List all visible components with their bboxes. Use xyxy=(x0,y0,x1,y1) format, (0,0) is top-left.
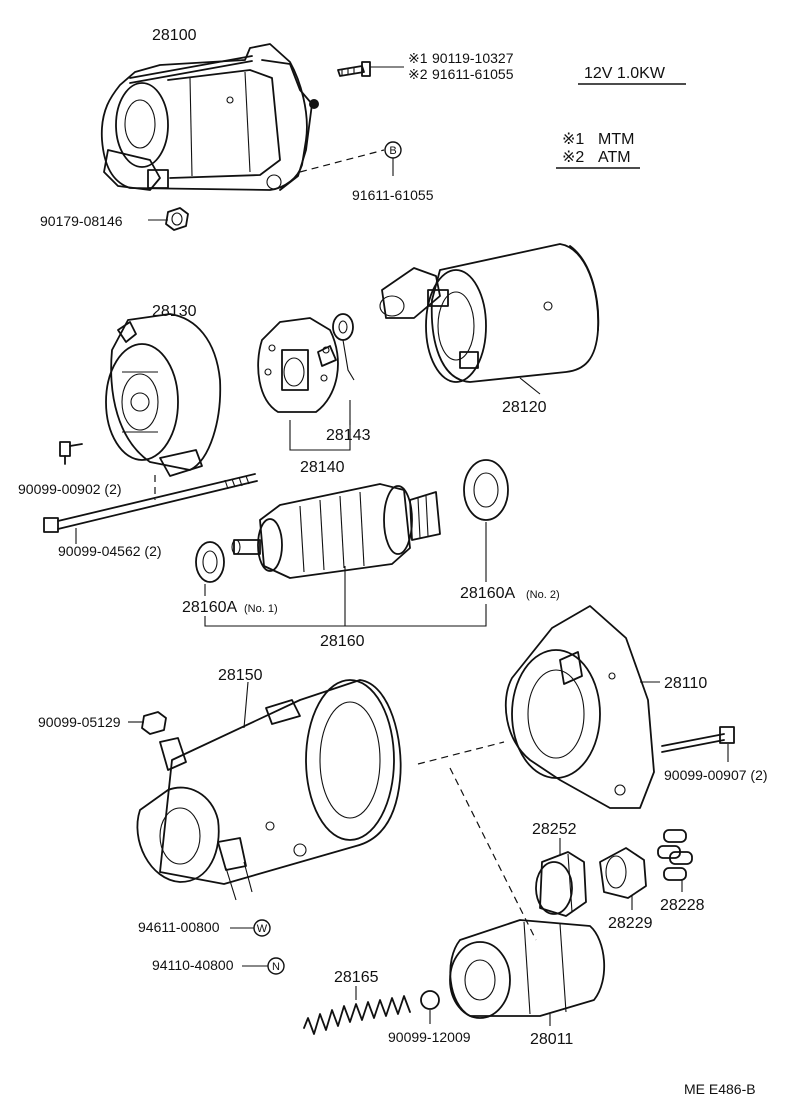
drive-housing-illustration xyxy=(504,605,655,809)
label-28229: 28229 xyxy=(608,915,653,932)
commutator-end-frame-illustration xyxy=(105,313,222,477)
label-28160: 28160 xyxy=(320,633,365,650)
callout-w-marker: W xyxy=(257,923,268,935)
retainer-illustration xyxy=(599,847,647,899)
brush-holder-illustration xyxy=(257,317,339,413)
magnetic-switch-illustration xyxy=(379,243,600,383)
label-28143: 28143 xyxy=(326,427,371,444)
label-90099-04562: 90099-04562 (2) xyxy=(58,543,162,559)
label-28130: 28130 xyxy=(152,303,197,320)
bearing-no2-illustration xyxy=(463,459,509,521)
yoke-illustration xyxy=(136,679,402,901)
label-28011: 28011 xyxy=(530,1031,573,1048)
callout-b-marker: B xyxy=(389,145,396,157)
through-bolt-illustration xyxy=(43,473,258,533)
starter-assembly-illustration xyxy=(100,43,319,191)
label-28150: 28150 xyxy=(218,667,263,684)
legend-2-text: ATM xyxy=(598,149,631,166)
legend-1-mark: ※1 xyxy=(562,131,584,148)
drawing-code: ME E486-B xyxy=(684,1081,756,1097)
label-28120: 28120 xyxy=(502,399,547,416)
label-28140: 28140 xyxy=(300,459,345,476)
rollers-illustration xyxy=(657,829,693,881)
nut-05129-illustration xyxy=(141,711,167,735)
armature-illustration xyxy=(231,483,441,579)
label-28160a-no1-note: (No. 1) xyxy=(244,603,278,615)
label-28110: 28110 xyxy=(664,675,707,692)
screw-illustration xyxy=(59,441,83,465)
legend-2-mark: ※2 xyxy=(562,149,584,166)
label-28160a-no1: 28160A xyxy=(182,599,237,616)
bolt-variant-2-part: 91611-61055 xyxy=(432,66,514,82)
label-94110-40800: 94110-40800 xyxy=(152,957,234,973)
spring-illustration xyxy=(303,995,411,1035)
clutch-gear-illustration xyxy=(535,851,587,917)
label-90099-05129: 90099-05129 xyxy=(38,714,121,730)
starter-clutch-illustration xyxy=(449,919,606,1019)
steel-ball-illustration xyxy=(420,990,440,1010)
nut-illustration xyxy=(165,207,189,231)
label-28228: 28228 xyxy=(660,897,705,914)
bolt-variant-1-mark: ※1 xyxy=(408,50,428,66)
label-90179-08146: 90179-08146 xyxy=(40,213,123,229)
housing-bolt-illustration xyxy=(661,726,735,753)
label-90099-12009: 90099-12009 xyxy=(388,1029,471,1045)
label-94611-00800: 94611-00800 xyxy=(138,919,220,935)
label-28160a-no2: 28160A xyxy=(460,585,515,602)
label-28165: 28165 xyxy=(334,969,379,986)
mounting-bolt-illustration xyxy=(337,61,404,77)
bearing-no1-illustration xyxy=(195,541,225,583)
spec-label: 12V 1.0KW xyxy=(584,65,666,82)
brush-spring-illustration xyxy=(332,313,355,381)
label-28100: 28100 xyxy=(152,27,197,44)
label-28252: 28252 xyxy=(532,821,577,838)
bolt-variant-1-part: 90119-10327 xyxy=(432,50,514,66)
callout-n-marker: N xyxy=(272,961,280,973)
label-90099-00902: 90099-00902 (2) xyxy=(18,481,122,497)
label-28160a-no2-note: (No. 2) xyxy=(526,589,560,601)
bolt-variant-2-mark: ※2 xyxy=(408,66,428,82)
legend-1-text: MTM xyxy=(598,131,634,148)
label-91611-61055: 91611-61055 xyxy=(352,187,434,203)
label-90099-00907: 90099-00907 (2) xyxy=(664,767,768,783)
